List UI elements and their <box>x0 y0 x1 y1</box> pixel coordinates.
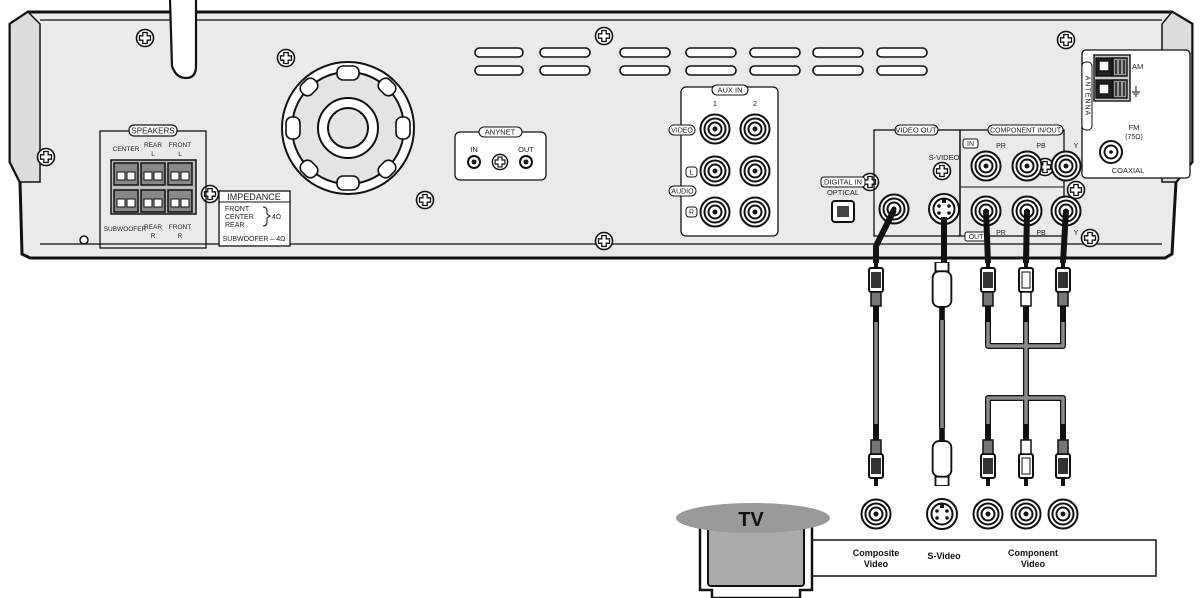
component-pr-plug-lower <box>980 424 996 486</box>
component-in-pb-label: PB <box>1036 143 1046 150</box>
aux-audio-label: AUDIO <box>671 189 694 196</box>
cooling-fan <box>281 61 415 195</box>
composite-video-out-jack[interactable] <box>878 193 910 225</box>
component-section: COMPONENT IN/OUT IN OUT PR PB Y PR PB Y <box>959 124 1082 242</box>
anynet-out-jack[interactable] <box>519 155 533 169</box>
impedance-subwoofer: SUBWOOFER – 4Ω <box>223 236 286 243</box>
am-label: AM <box>1132 62 1143 71</box>
tv-svideo-label: S-Video <box>927 551 961 561</box>
aux-l-label: L <box>690 170 694 177</box>
component-in-pr-label: PR <box>996 143 1006 150</box>
receiver-back-panel: SPEAKERS CENTER REAR L FRONT L <box>8 0 1194 260</box>
speaker-front-l-side: L <box>178 151 182 158</box>
anynet-title: ANYNET <box>485 128 516 137</box>
aux-in-title: AUX IN <box>717 86 742 95</box>
impedance-rear: REAR <box>225 222 244 229</box>
tv-composite-label-line2: Video <box>864 559 889 569</box>
anynet-out-label: OUT <box>518 145 534 154</box>
aux-ch1-label: 1 <box>713 99 717 108</box>
impedance-title: IMPEDANCE <box>227 192 281 202</box>
component-in-label: IN <box>967 141 974 148</box>
speakers-section: SPEAKERS CENTER REAR L FRONT L <box>99 124 207 249</box>
impedance-front: FRONT <box>225 206 250 213</box>
speaker-subwoofer-label: SUBWOOFER <box>104 226 147 233</box>
tv-composite-label-line1: Composite <box>853 548 900 558</box>
anynet-in-label: IN <box>470 145 478 154</box>
antenna-vertical-label: ANTENNA <box>1084 76 1091 116</box>
speaker-rear-r-side: R <box>151 233 156 240</box>
tv-input-panel: TV Composite Video S-Video Component Vid… <box>676 498 1157 598</box>
upper-cable-plugs <box>868 260 1071 322</box>
digital-in-title: DIGITAL IN <box>824 178 862 187</box>
am-antenna-terminals[interactable] <box>1093 54 1131 102</box>
speaker-rear-l-side: L <box>151 151 155 158</box>
aux-ch2-label: 2 <box>753 99 757 108</box>
anynet-in-jack[interactable] <box>467 155 481 169</box>
tv-set: TV <box>676 503 830 598</box>
aux-in-section: AUX IN 1 2 VIDEO L AUDIO R <box>668 84 779 237</box>
video-out-svideo-label: S-VIDEO <box>929 153 960 162</box>
speaker-rear-l-label: REAR <box>144 142 162 149</box>
component-title: COMPONENT IN/OUT <box>990 128 1062 135</box>
cables <box>873 208 1069 428</box>
fm-impedance-label: (75Ω) <box>1125 134 1143 141</box>
component-pb-plug-lower <box>1018 424 1034 486</box>
component-pb-plug-upper <box>1018 260 1034 322</box>
digital-optical-label: OPTICAL <box>827 188 859 197</box>
impedance-center: CENTER <box>225 214 254 221</box>
impedance-label-box: IMPEDANCE FRONT CENTER REAR 4Ω SUBWOOFER… <box>218 190 291 247</box>
tv-component-input-jacks[interactable] <box>972 498 1079 530</box>
svideo-plug-lower <box>931 428 953 486</box>
video-out-title: VIDEO OUT <box>895 126 937 135</box>
speakers-title: SPEAKERS <box>131 127 174 136</box>
aux-r-label: R <box>689 210 694 217</box>
component-out-pr-label: PR <box>996 230 1006 237</box>
ground-icon <box>1132 86 1140 97</box>
lower-cable-plugs <box>868 424 1071 486</box>
speaker-terminals <box>110 159 197 215</box>
tv-component-label-line1: Component <box>1008 548 1058 558</box>
anynet-section: ANYNET IN OUT <box>454 126 547 181</box>
aux-video-label: VIDEO <box>671 128 693 135</box>
composite-plug-lower <box>868 424 884 486</box>
tv-composite-input-jack[interactable] <box>860 498 892 530</box>
component-out-y-label: Y <box>1074 230 1079 237</box>
impedance-value: 4Ω <box>272 214 281 221</box>
coaxial-label: COAXIAL <box>1112 166 1145 175</box>
component-in-jacks[interactable] <box>970 150 1082 182</box>
component-out-pb-label: PB <box>1036 230 1046 237</box>
speaker-rear-r-label: REAR <box>144 224 162 231</box>
component-y-plug-lower <box>1055 424 1071 486</box>
svideo-plug-upper <box>931 262 953 320</box>
video-out-section: VIDEO OUT S-VIDEO <box>873 124 961 237</box>
power-cord <box>168 0 198 80</box>
tv-component-label-line2: Video <box>1021 559 1046 569</box>
fm-coaxial-jack[interactable] <box>1099 140 1123 164</box>
component-pr-plug-upper <box>980 260 996 322</box>
tv-svideo-input-jack[interactable] <box>926 498 958 530</box>
speaker-front-r-side: R <box>178 233 183 240</box>
component-in-y-label: Y <box>1074 143 1079 150</box>
fm-label: FM <box>1129 123 1140 132</box>
speaker-front-l-label: FRONT <box>169 142 191 149</box>
composite-plug-upper <box>868 260 884 322</box>
optical-input-port[interactable] <box>831 200 855 223</box>
speaker-front-r-label: FRONT <box>169 224 191 231</box>
tv-label: TV <box>738 509 764 531</box>
digital-in-section: DIGITAL IN OPTICAL <box>820 176 866 223</box>
component-y-plug-upper <box>1055 260 1071 322</box>
ventilation-slots <box>474 47 928 76</box>
component-out-label: OUT <box>969 234 985 241</box>
antenna-section: ANTENNA AM FM (75Ω) <box>1081 49 1191 179</box>
speaker-center-label: CENTER <box>113 146 140 153</box>
